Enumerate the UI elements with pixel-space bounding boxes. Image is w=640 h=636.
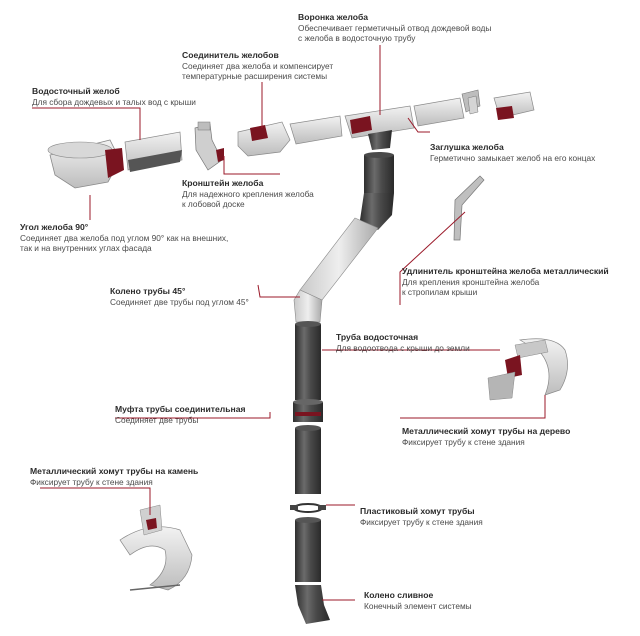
downpipe-middle: [295, 425, 321, 494]
koleno-sliv-title: Колено сливное: [364, 590, 434, 600]
pipe-top: [364, 152, 394, 193]
label-khomut-derevo: Металлический хомут трубы на дерево Фикс…: [402, 426, 570, 447]
voronka-desc: Обеспечивает герметичный отвод дождевой …: [298, 22, 492, 44]
khomut-kamen-desc: Фиксирует трубу к стене здания: [30, 476, 153, 487]
downpipe-lower: [295, 517, 321, 582]
gutter-corner-90: [47, 139, 124, 189]
bracket-extender: [453, 175, 485, 241]
zaglushka-desc: Герметично замыкает желоб на его концах: [430, 152, 596, 163]
plastic-clamp: [290, 503, 326, 513]
label-khomut-kamen: Металлический хомут трубы на камень Фикс…: [30, 466, 198, 487]
label-koleno45: Колено трубы 45° Соединяет две трубы под…: [110, 286, 249, 307]
metal-clamp-wood: [487, 338, 568, 401]
leader-khomut-derevo: [400, 395, 546, 419]
ugol-desc: Соединяет два желоба под углом 90° как н…: [20, 232, 229, 254]
khomut-plast-title: Пластиковый хомут трубы: [360, 506, 475, 516]
koleno45-title: Колено трубы 45°: [110, 286, 186, 296]
soedinitel-desc: Соединяет два желоба и компенсирует темп…: [182, 60, 334, 82]
zaglushka-title: Заглушка желоба: [430, 142, 504, 152]
label-khomut-plast: Пластиковый хомут трубы Фиксирует трубу …: [360, 506, 483, 527]
gutter-end-cap: [461, 89, 481, 115]
leader-khomut-kamen: [40, 487, 151, 515]
khomut-derevo-desc: Фиксирует трубу к стене здания: [402, 436, 525, 447]
leader-koleno45: [257, 284, 300, 298]
label-soedinitel: Соединитель желобов Соединяет два желоба…: [182, 50, 333, 82]
gutter-connector: [237, 121, 291, 157]
udlinitel-desc: Для крепления кронштейна желоба к стропи…: [402, 276, 540, 298]
pipe-coupling: [293, 399, 323, 422]
leader-zhelob: [32, 107, 141, 140]
gutter-funnel: [344, 105, 415, 150]
truba-title: Труба водосточная: [336, 332, 419, 342]
khomut-derevo-title: Металлический хомут трубы на дерево: [402, 426, 571, 436]
gutter-section-3: [413, 97, 465, 127]
gutter-end-cap-2: [493, 91, 535, 120]
zhelob-desc: Для сбора дождевых и талых вод с крыши: [32, 96, 196, 107]
label-ugol: Угол желоба 90° Соединяет два желоба под…: [20, 222, 228, 254]
label-udlinitel: Удлинитель кронштейна желоба металлическ…: [402, 266, 609, 298]
leader-udlinitel: [399, 211, 466, 305]
soedinitel-title: Соединитель желобов: [182, 50, 279, 60]
voronka-title: Воронка желоба: [298, 12, 369, 22]
mufta-title: Муфта трубы соединительная: [115, 404, 246, 414]
label-truba: Труба водосточная Для водоотвода с крыши…: [336, 332, 470, 353]
gutter-section-1: [124, 131, 183, 172]
leader-kronshtein: [223, 156, 280, 175]
label-kronshtein: Кронштейн желоба Для надежного крепления…: [182, 178, 314, 210]
label-koleno-sliv: Колено сливное Конечный элемент системы: [364, 590, 472, 611]
gutter-bracket: [194, 121, 224, 171]
ugol-title: Угол желоба 90°: [20, 222, 89, 232]
zhelob-title: Водосточный желоб: [32, 86, 120, 96]
khomut-kamen-title: Металлический хомут трубы на камень: [30, 466, 199, 476]
elbow-45-top: [360, 193, 394, 230]
kronshtein-title: Кронштейн желоба: [182, 178, 264, 188]
udlinitel-title: Удлинитель кронштейна желоба металлическ…: [402, 266, 609, 276]
pipe-diagonal: [299, 217, 379, 301]
label-zhelob: Водосточный желоб Для сбора дождевых и т…: [32, 86, 196, 107]
kronshtein-desc: Для надежного крепления желоба к лобовой…: [182, 188, 314, 210]
metal-clamp-stone: [119, 504, 193, 591]
leader-lines: [32, 45, 546, 601]
koleno45-desc: Соединяет две трубы под углом 45°: [110, 296, 249, 307]
label-zaglushka: Заглушка желоба Герметично замыкает жело…: [430, 142, 595, 163]
leader-zaglushka: [407, 117, 430, 133]
truba-desc: Для водоотвода с крыши до земли: [336, 342, 470, 353]
drain-elbow: [295, 585, 330, 624]
khomut-plast-desc: Фиксирует трубу к стене здания: [360, 516, 483, 527]
label-voronka: Воронка желоба Обеспечивает герметичный …: [298, 12, 491, 44]
gutter-section-2: [289, 115, 343, 145]
leader-mufta: [115, 412, 271, 419]
downpipe-upper: [295, 321, 321, 400]
koleno-sliv-desc: Конечный элемент системы: [364, 600, 472, 611]
label-mufta: Муфта трубы соединительная Соединяет две…: [115, 404, 246, 425]
mufta-desc: Соединяет две трубы: [115, 414, 199, 425]
